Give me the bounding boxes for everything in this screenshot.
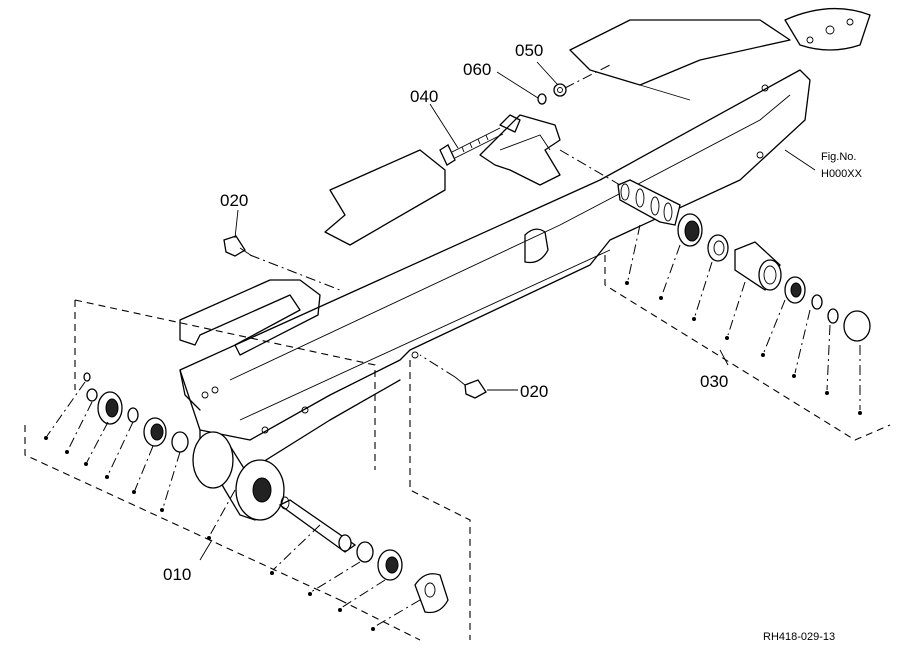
callout-leaders [199,61,816,561]
callout-010: 010 [163,565,191,584]
roller-oring-010 [86,388,98,402]
bolt-020-mid [454,376,487,399]
roller-ring-010 [338,534,374,563]
leaders-010 [44,381,421,631]
idler-shaft-030 [617,179,681,226]
idler-cap-030 [843,310,871,342]
roller-shaft-010 [278,496,357,553]
idler-seal2-030 [784,276,806,304]
tension-bracket [479,114,561,186]
idler-bearing-030 [707,234,729,262]
callout-020-top: 020 [220,191,248,210]
figure-number-label: Fig.No. [821,151,856,163]
washer-060 [537,93,547,105]
roller-plug-010 [83,372,91,382]
bolt-020-top [223,235,253,257]
figure-number-value: H000XX [821,168,863,180]
track-roller-010 [192,431,285,521]
nut-050 [553,83,567,97]
callout-030: 030 [700,372,728,391]
callout-040: 040 [410,87,438,106]
roller-seal2-010 [377,549,403,581]
idler-ring-030 [811,294,839,324]
group-boundary-030 [604,255,891,441]
callout-020-mid: 020 [520,382,548,401]
roller-cap-010 [414,573,449,614]
roller-bushing-010 [171,431,189,453]
roller-washer-010 [127,407,139,423]
roller-collar-010 [97,391,123,425]
bolt-040 [439,127,504,166]
idler-sleeve-030 [734,241,782,291]
drawing-code: RH418-029-13 [763,631,835,643]
idler-seal-030 [677,213,703,247]
roller-group-outline [24,299,471,641]
callout-060: 060 [463,60,491,79]
roller-seal-010 [143,417,167,447]
leaders-030 [625,224,862,415]
callout-050: 050 [515,41,543,60]
